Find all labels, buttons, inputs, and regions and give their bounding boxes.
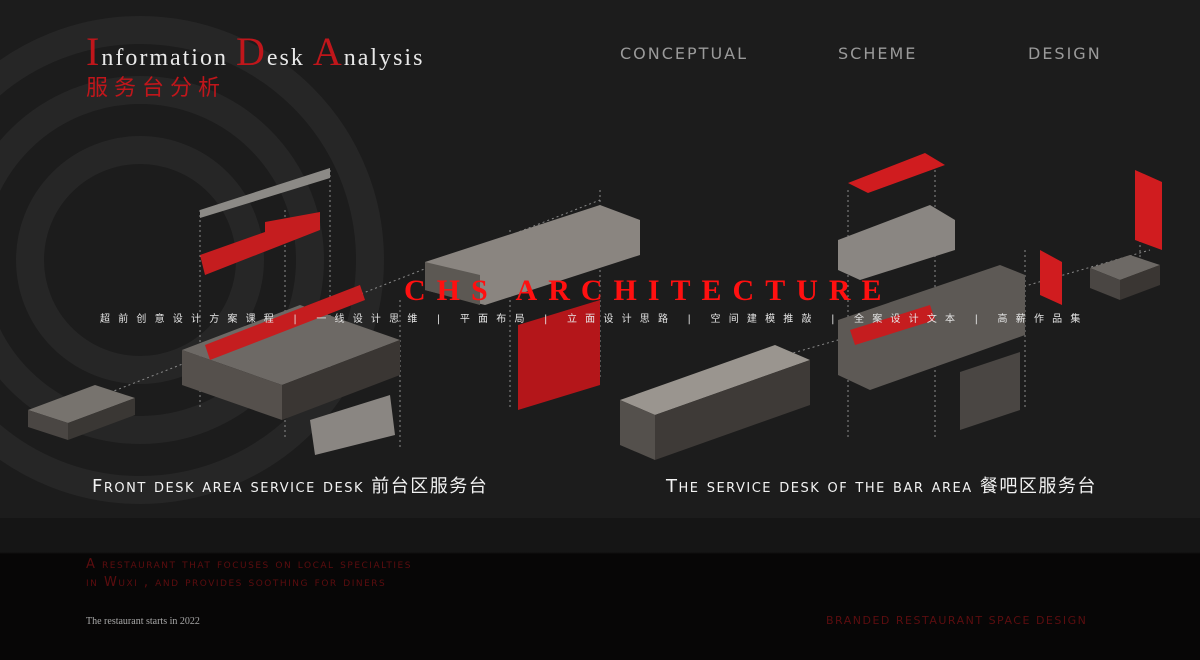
nav-design[interactable]: DESIGN <box>1028 44 1102 63</box>
title-initial: D <box>235 29 267 74</box>
nav-scheme[interactable]: SCHEME <box>838 44 918 63</box>
footer-since: The restaurant starts in 2022 <box>86 616 200 627</box>
footer-tagline: BRANDED RESTAURANT SPACE DESIGN <box>826 614 1088 627</box>
front-desk-components <box>28 168 640 455</box>
page-subtitle: 服务台分析 <box>86 76 227 101</box>
caption-bar-desk: The service desk of the bar area 餐吧区服务台 <box>666 476 1097 497</box>
footer-band <box>0 518 1200 660</box>
page-title: Information Desk Analysis <box>86 28 424 75</box>
bar-desk-components <box>620 153 1162 460</box>
title-word: nformation <box>101 45 236 71</box>
caption-front-desk: Front desk area service desk 前台区服务台 <box>92 476 489 497</box>
title-word: nalysis <box>343 45 425 71</box>
nav-conceptual[interactable]: CONCEPTUAL <box>620 44 749 63</box>
title-word: esk <box>266 45 313 71</box>
footer-description: A restaurant that focuses on local speci… <box>86 557 412 590</box>
title-initial: I <box>86 29 102 74</box>
background-circles <box>0 16 384 504</box>
title-initial: A <box>312 29 344 74</box>
watermark-brand: CHS ARCHITECTURE <box>404 274 893 307</box>
watermark-courses: 超前创意设计方案课程 | 一线设计思维 | 平面布局 | 立面设计思路 | 空间… <box>100 314 1089 325</box>
